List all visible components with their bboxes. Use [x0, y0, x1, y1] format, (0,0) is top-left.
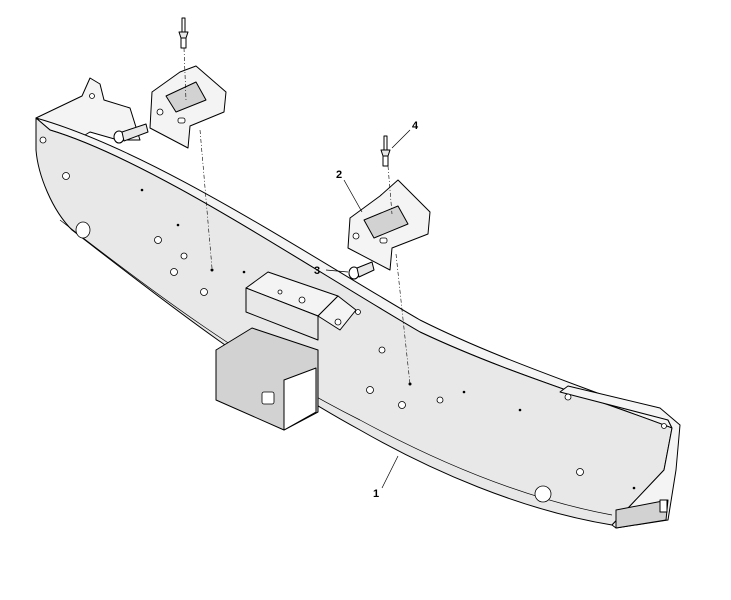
callout-4-leader: [391, 129, 411, 149]
callouts: 1 2 3 4: [314, 120, 419, 500]
rivet: [380, 135, 391, 167]
beam-hole: [366, 386, 374, 394]
beam-large-hole: [75, 221, 91, 239]
callout-4: 4: [412, 120, 419, 132]
beam-hole: [334, 318, 342, 326]
beam-hole: [564, 393, 572, 401]
beam-hole: [298, 296, 306, 304]
beam-lower-lip: [59, 219, 613, 516]
callout-1: 1: [373, 488, 379, 500]
beam-hole: [378, 346, 386, 354]
left-rivet: [178, 17, 189, 49]
hitch-receiver-front: [283, 367, 317, 431]
left-bracket-channel: [165, 81, 207, 113]
beam-hole: [180, 252, 188, 260]
beam-top-dot: [242, 270, 246, 274]
callout-3-leader: [325, 269, 349, 273]
left-bracket-axis: [199, 129, 213, 269]
callout-3: 3: [314, 265, 320, 277]
beam-top-dot: [518, 408, 522, 412]
bolt: [348, 261, 375, 280]
beam-hole: [277, 289, 283, 295]
rivet-axis: [387, 165, 393, 215]
beam-hole: [398, 401, 406, 409]
left-bracket-hole: [156, 108, 164, 116]
beam-hole: [576, 468, 584, 476]
right-end-bracket: [615, 499, 669, 529]
beam-hole: [170, 268, 178, 276]
hitch-pin-hole: [261, 391, 275, 405]
bracket-hole: [352, 232, 360, 240]
beam-top-dot: [462, 390, 466, 394]
beam-hole: [89, 93, 95, 99]
beam-large-hole: [534, 485, 552, 503]
beam-hole: [39, 136, 47, 144]
beam-top-dot: [408, 382, 412, 386]
beam-hole: [436, 396, 444, 404]
beam-top-dot: [140, 188, 144, 192]
beam-top-dot: [210, 268, 214, 272]
beam-hole: [154, 236, 162, 244]
callout-1-leader: [381, 455, 399, 489]
beam-hole: [355, 309, 361, 315]
beam-hole: [62, 172, 70, 180]
callout-2: 2: [336, 169, 342, 181]
beam-hole: [200, 288, 208, 296]
hitch-receiver-side: [245, 287, 319, 341]
left-bracket-slot: [177, 117, 186, 124]
beam-top-dot: [176, 223, 180, 227]
right-end-stud: [659, 499, 668, 513]
left-bolt: [113, 123, 149, 144]
beam-top-dot: [632, 486, 636, 490]
bracket-slot: [379, 237, 388, 244]
left-bracket-assembly: [113, 17, 227, 269]
beam-hole: [661, 423, 667, 429]
callout-2-leader: [343, 179, 363, 213]
beam-front-face: [35, 117, 673, 526]
bracket-axis: [395, 253, 411, 385]
bracket-channel: [363, 205, 409, 239]
right-bracket-assembly: [347, 135, 431, 385]
bumper-beam: [35, 77, 681, 529]
